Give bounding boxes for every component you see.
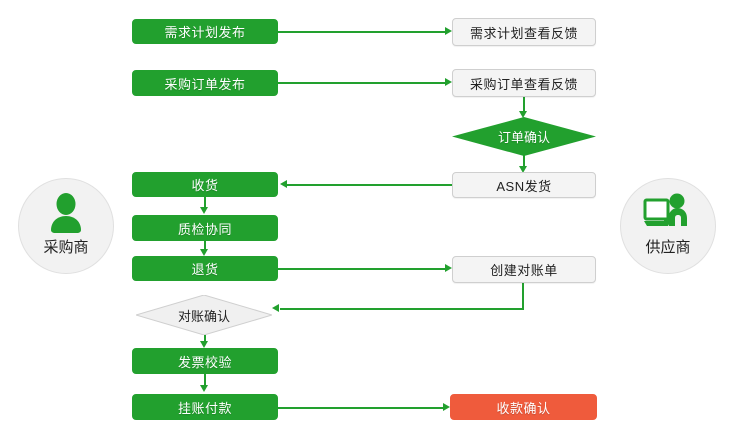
arrowhead-payment-receipt (443, 403, 450, 411)
node-label: 对账确认 (177, 308, 230, 324)
connector-purchase-order (278, 82, 445, 84)
node-demand-plan-publish[interactable]: 需求计划发布 (132, 19, 278, 44)
node-payment-receipt-confirm[interactable]: 收款确认 (450, 394, 597, 420)
node-reconciliation-confirm[interactable]: 对账确认 (136, 295, 272, 335)
node-label: 采购订单发布 (164, 76, 246, 92)
connector-order-confirm-out (523, 155, 525, 167)
connector-return-to-recon (278, 268, 445, 270)
node-return-goods[interactable]: 退货 (132, 256, 278, 281)
node-goods-receipt[interactable]: 收货 (132, 172, 278, 197)
node-label: 退货 (191, 262, 219, 277)
arrowhead-demand-plan (445, 27, 452, 35)
node-asn-shipment[interactable]: ASN发货 (452, 172, 596, 198)
arrowhead-qc (200, 207, 208, 214)
connector-invoice-to-payment (204, 373, 206, 386)
node-label: 挂账付款 (177, 400, 232, 416)
node-label: 发票校验 (177, 354, 232, 370)
actor-buyer-label: 采购商 (43, 239, 89, 256)
person-icon (40, 191, 92, 235)
actor-buyer[interactable]: 采购商 (18, 178, 114, 274)
connector-payment-to-receipt (278, 407, 443, 409)
node-order-confirm[interactable]: 订单确认 (452, 117, 596, 156)
node-label: 需求计划查看反馈 (469, 25, 578, 41)
connector-recon-drop (522, 283, 524, 310)
node-invoice-verification[interactable]: 发票校验 (132, 348, 278, 374)
arrowhead-purchase-order (445, 78, 452, 86)
connector-recon-to-confirm (280, 308, 524, 310)
node-label: 订单确认 (497, 130, 550, 145)
node-purchase-order-publish[interactable]: 采购订单发布 (132, 70, 278, 96)
node-label: 收款确认 (496, 400, 551, 416)
connector-demand-plan (278, 31, 445, 33)
node-create-reconciliation[interactable]: 创建对账单 (452, 256, 596, 283)
actor-supplier-label: 供应商 (645, 239, 691, 256)
arrowhead-asn (519, 166, 527, 173)
arrowhead-return (200, 249, 208, 256)
node-payable-payment[interactable]: 挂账付款 (132, 394, 278, 420)
node-label: 质检协同 (177, 221, 232, 237)
node-label: 收货 (191, 178, 219, 193)
connector-asn-to-receipt (287, 184, 452, 186)
node-purchase-order-feedback[interactable]: 采购订单查看反馈 (452, 69, 596, 97)
node-label: 需求计划发布 (164, 25, 246, 40)
actor-supplier[interactable]: 供应商 (620, 178, 716, 274)
node-label: 创建对账单 (490, 263, 558, 278)
connector-qc-to-return (204, 241, 206, 250)
person-at-computer-icon (642, 191, 694, 235)
diamond-shape (452, 117, 596, 156)
node-quality-inspection[interactable]: 质检协同 (132, 215, 278, 241)
node-label: ASN发货 (496, 178, 552, 194)
arrowhead-order-confirm-in (519, 111, 527, 118)
connector-receipt-to-qc (204, 197, 206, 208)
arrowhead-payment (200, 385, 208, 392)
node-demand-plan-feedback[interactable]: 需求计划查看反馈 (452, 18, 596, 46)
arrowhead-recon-confirm (272, 304, 279, 312)
arrowhead-goods-receipt (280, 180, 287, 188)
node-label: 采购订单查看反馈 (469, 76, 578, 92)
arrowhead-invoice (200, 341, 208, 348)
diamond-shape (136, 295, 272, 335)
arrowhead-create-recon (445, 264, 452, 272)
connector-order-confirm-in (523, 96, 525, 112)
connector-confirm-to-invoice (204, 334, 206, 342)
